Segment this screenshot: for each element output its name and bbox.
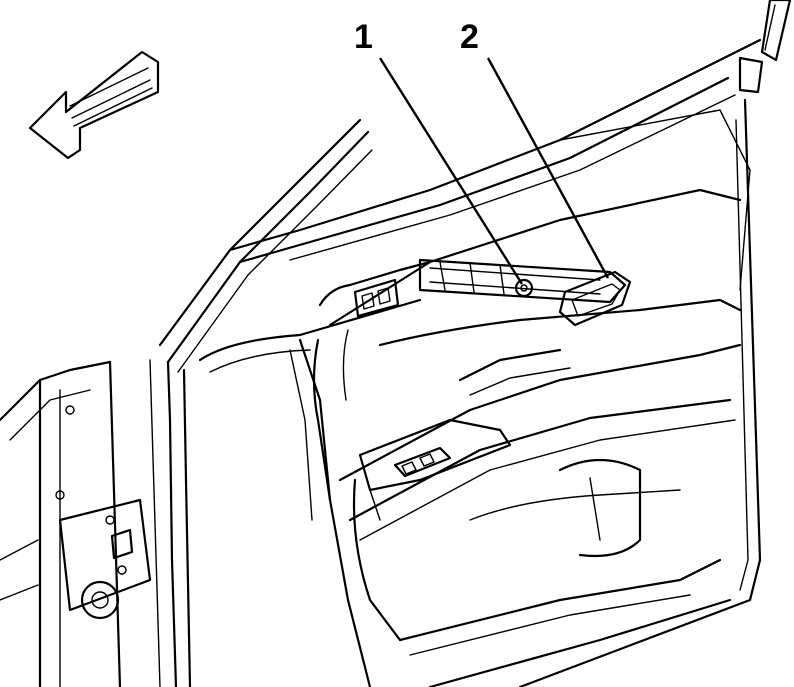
callout-2-leader — [486, 57, 610, 279]
callout-1-label: 1 — [354, 18, 373, 56]
door-inner-panel — [0, 359, 161, 687]
window-switch-bezel — [358, 418, 512, 521]
callout-2-label: 2 — [460, 18, 479, 56]
door-frame — [158, 0, 792, 373]
door-trim-panel — [312, 188, 742, 687]
callout-1-leader — [378, 57, 524, 285]
callout-leaders — [378, 57, 610, 285]
mirror-switch — [318, 260, 432, 318]
pull-cup-trim — [558, 270, 632, 327]
fastener-screw-icon — [514, 278, 534, 298]
door-panel-outer — [166, 98, 762, 687]
front-direction-arrow-icon — [28, 50, 160, 160]
